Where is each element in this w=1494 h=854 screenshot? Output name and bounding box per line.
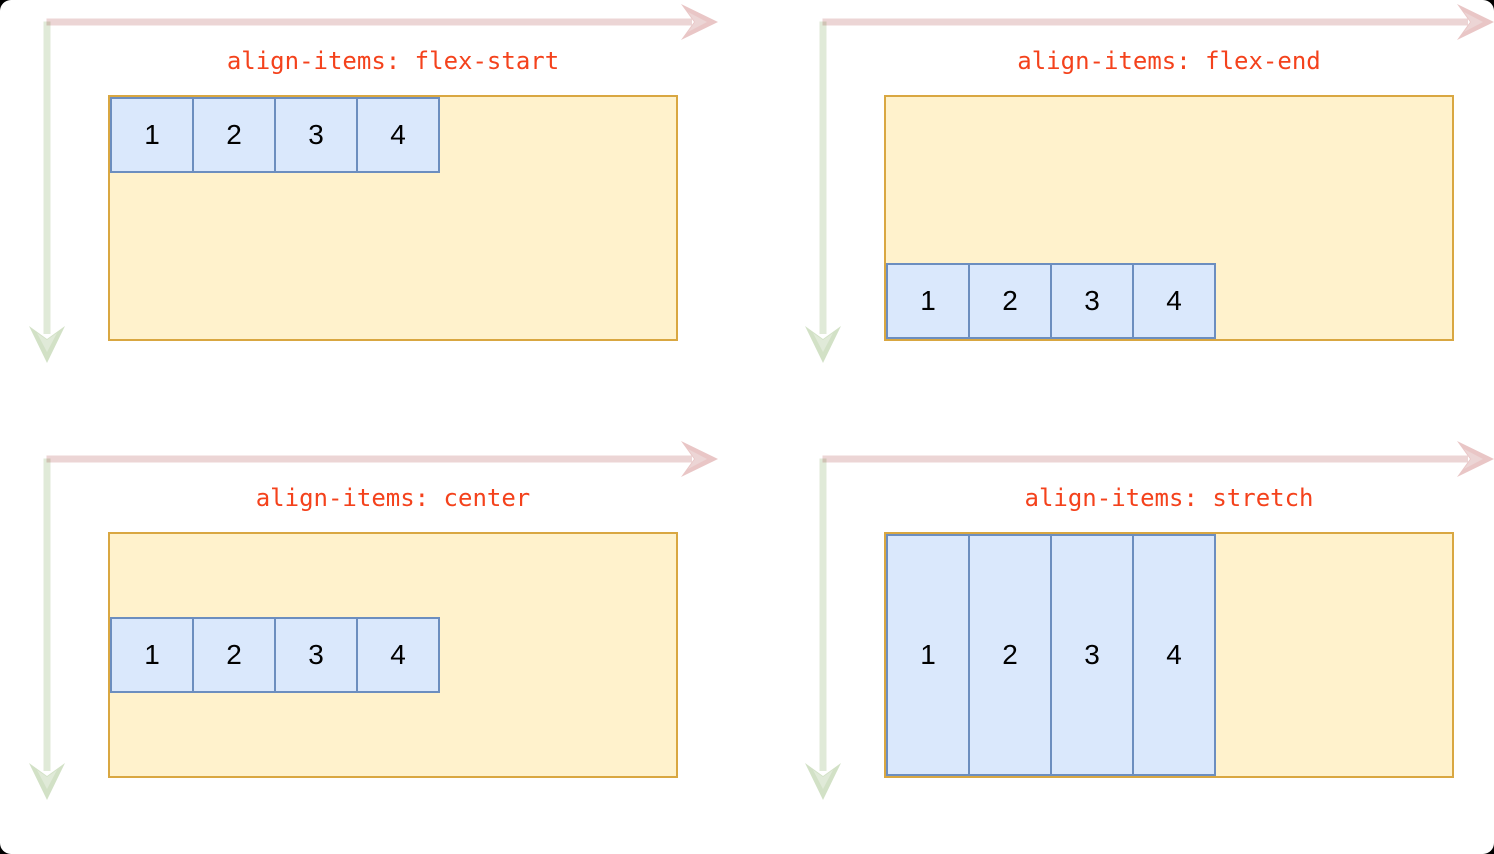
flex-container: 1 2 3 4: [884, 532, 1454, 778]
flex-item: 1: [886, 263, 970, 339]
main-axis-arrow-icon: [819, 437, 1494, 481]
panel-flex-end: align-items: flex-end 1 2 3 4: [823, 22, 1494, 432]
flex-item: 1: [110, 97, 194, 173]
flex-item: 3: [1050, 263, 1134, 339]
flex-item: 1: [886, 534, 970, 776]
panel-title: align-items: stretch: [1024, 484, 1314, 512]
flex-item: 1: [110, 617, 194, 693]
panel-center: align-items: center 1 2 3 4: [47, 459, 747, 854]
main-axis-arrow-icon: [819, 0, 1494, 44]
panel-title: align-items: center: [255, 484, 531, 512]
cross-axis-arrow-icon: [801, 455, 845, 805]
panel-flex-start: align-items: flex-start 1 2 3 4: [47, 22, 747, 432]
flex-container: 1 2 3 4: [108, 95, 678, 341]
flex-item: 3: [274, 617, 358, 693]
main-axis-arrow-icon: [43, 437, 723, 481]
flex-item: 3: [1050, 534, 1134, 776]
panel-title: align-items: flex-start: [226, 47, 560, 75]
cross-axis-arrow-icon: [25, 455, 69, 805]
flex-item: 4: [356, 97, 440, 173]
flex-item: 4: [356, 617, 440, 693]
flex-item: 2: [968, 534, 1052, 776]
panel-title: align-items: flex-end: [1017, 47, 1321, 75]
panel-stretch: align-items: stretch 1 2 3 4: [823, 459, 1494, 854]
main-axis-arrow-icon: [43, 0, 723, 44]
flex-item: 4: [1132, 263, 1216, 339]
cross-axis-arrow-icon: [801, 18, 845, 368]
flex-container: 1 2 3 4: [884, 95, 1454, 341]
flex-item: 3: [274, 97, 358, 173]
flex-item: 2: [192, 617, 276, 693]
flex-item: 4: [1132, 534, 1216, 776]
cross-axis-arrow-icon: [25, 18, 69, 368]
flex-item: 2: [968, 263, 1052, 339]
flex-item: 2: [192, 97, 276, 173]
flex-container: 1 2 3 4: [108, 532, 678, 778]
